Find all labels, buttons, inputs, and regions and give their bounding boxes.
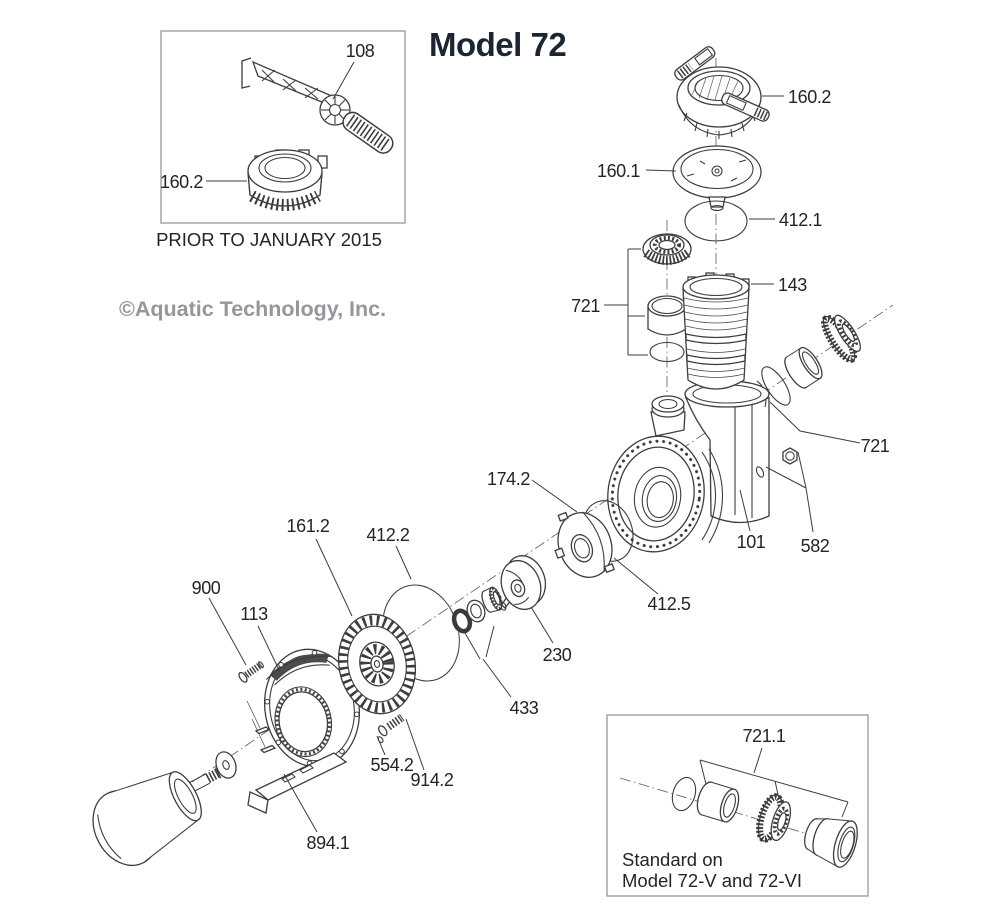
lid-clamp-ring: [674, 46, 770, 139]
shaft-seal-set: [451, 586, 503, 634]
motor-bolt: [238, 661, 264, 683]
spanner-wrench: [241, 57, 394, 154]
callout-412-5: 412.5: [647, 594, 690, 614]
leader-lines: [206, 61, 861, 833]
seal-plate-screw: [377, 713, 405, 744]
callout-721-right: 721: [861, 436, 890, 456]
pump-body-strap: [701, 448, 724, 544]
union-left-sleeve: [647, 295, 687, 336]
inset-axis-line: [619, 777, 859, 850]
inset-union-oring: [671, 776, 697, 812]
union-left-oring: [649, 341, 685, 363]
callout-914-2: 914.2: [410, 770, 453, 790]
inset-standard-caption-1: Standard on: [622, 849, 723, 870]
lid-oring: [684, 200, 748, 242]
shaft-washer: [215, 751, 237, 779]
inset-union-reducer: [804, 818, 858, 868]
callout-230: 230: [543, 645, 572, 665]
motor-shaft: [189, 767, 222, 792]
callout-160-2: 160.2: [788, 87, 831, 107]
callout-412-2: 412.2: [366, 525, 409, 545]
callout-113: 113: [240, 604, 268, 624]
callout-894-1: 894.1: [306, 833, 349, 853]
callout-721-left: 721: [571, 296, 600, 316]
copyright-watermark: ©Aquatic Technology, Inc.: [119, 297, 387, 321]
union-right-sleeve: [784, 346, 823, 389]
callout-160-1: 160.1: [597, 161, 640, 181]
drain-plug: [755, 447, 798, 478]
union-left-nut: [642, 233, 692, 265]
inset-union-sleeve: [696, 781, 740, 823]
callout-900: 900: [192, 578, 221, 598]
callout-101: 101: [737, 532, 766, 552]
lid: [672, 145, 762, 212]
callout-143: 143: [778, 275, 807, 295]
union-right-oring: [761, 366, 791, 406]
motor-fan-plate: [337, 613, 417, 715]
pump-body-ring: [607, 435, 705, 553]
callout-160-2-inset: 160.2: [160, 172, 203, 192]
pump-body-inlet-port: [650, 395, 686, 437]
base-keys: [246, 700, 277, 754]
impeller: [499, 555, 547, 611]
callout-161-2: 161.2: [286, 516, 329, 536]
lock-ring-prior: [247, 149, 328, 211]
inset-prior-caption: PRIOR TO JANUARY 2015: [156, 229, 382, 250]
callout-174-2: 174.2: [487, 469, 530, 489]
motor: [92, 771, 202, 866]
diffuser: [554, 511, 615, 578]
callout-108: 108: [346, 41, 375, 61]
callout-582: 582: [801, 536, 830, 556]
callout-554-2: 554.2: [370, 755, 413, 775]
motor-base: [247, 752, 348, 814]
page-title: Model 72: [429, 26, 567, 63]
callout-721-1: 721.1: [742, 726, 785, 746]
union-right-nut: [821, 314, 862, 363]
strainer-basket: [682, 272, 750, 390]
inset-standard-box: [606, 714, 869, 897]
callout-433: 433: [510, 698, 539, 718]
inset-union-nut: [756, 793, 792, 843]
callout-412-1: 412.1: [779, 210, 822, 230]
inset-prior-2015-box: [160, 30, 406, 224]
inset-standard-caption-2: Model 72-V and 72-VI: [622, 870, 802, 891]
